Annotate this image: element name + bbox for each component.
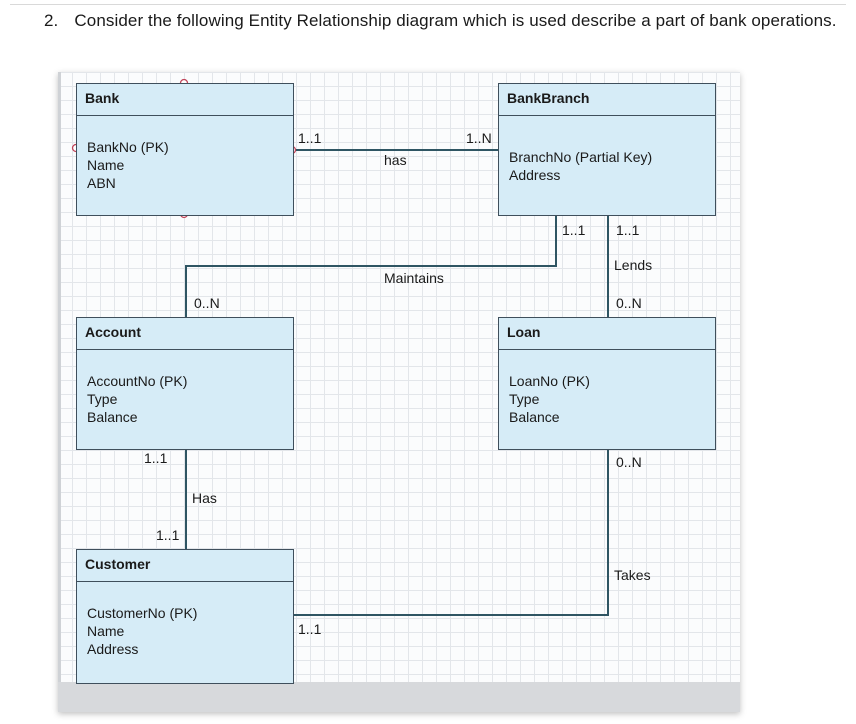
attribute: AccountNo (PK) [87,373,188,389]
card-maintains-branch: 1..1 [562,222,586,238]
attribute: Balance [509,409,560,425]
card-lends-branch: 1..1 [616,222,640,238]
attribute: Address [87,641,139,657]
attribute: Balance [87,409,138,425]
card-has-bank: 1..1 [298,130,322,146]
entity-customer: Customer CustomerNo (PK) Name Address [76,549,294,684]
attribute: BranchNo (Partial Key) [509,149,653,165]
rel-lends-name: Lends [614,257,653,273]
canvas-footer [58,682,740,712]
card-has-branch: 1..N [466,130,492,146]
attribute: ABN [87,175,116,191]
entity-loan: Loan LoanNo (PK) Type Balance [498,317,716,450]
attribute: BankNo (PK) [87,139,169,155]
card-has-account: 1..1 [144,450,168,466]
attribute: Name [87,157,125,173]
question-body: Consider the following Entity Relationsh… [74,11,837,30]
entity-loan-name: Loan [499,318,715,350]
card-has-customer: 1..1 [156,527,180,543]
entity-loan-attributes: LoanNo (PK) Type Balance [499,350,715,434]
entity-account-name: Account [77,318,293,350]
attribute: LoanNo (PK) [509,373,590,389]
rel-takes-name: Takes [614,567,651,583]
page-top-rule [10,4,846,5]
rel-maintains-name: Maintains [384,270,444,286]
entity-bankbranch-attributes: BranchNo (Partial Key) Address [499,116,715,192]
entity-customer-attributes: CustomerNo (PK) Name Address [77,582,293,666]
entity-bank-name: Bank [77,84,293,116]
entity-bankbranch: BankBranch BranchNo (Partial Key) Addres… [498,83,716,216]
question-number: 2. [44,11,59,30]
card-takes-customer: 1..1 [298,621,322,637]
attribute: Type [509,391,540,407]
entity-account-attributes: AccountNo (PK) Type Balance [77,350,293,434]
entity-bank-attributes: BankNo (PK) Name ABN [77,116,293,200]
entity-account: Account AccountNo (PK) Type Balance [76,317,294,450]
rel-has-name: has [384,152,407,168]
entity-customer-name: Customer [77,550,293,582]
entity-bankbranch-name: BankBranch [499,84,715,116]
entity-bank: Bank BankNo (PK) Name ABN [76,83,294,216]
attribute: Address [509,167,561,183]
canvas-edge [58,72,61,712]
card-maintains-account: 0..N [194,295,220,311]
attribute: Name [87,623,125,639]
line-takes [294,450,609,616]
attribute: Type [87,391,118,407]
rel-has2-name: Has [192,490,217,506]
attribute: CustomerNo (PK) [87,605,198,621]
card-takes-loan: 0..N [616,454,642,470]
card-lends-loan: 0..N [616,295,642,311]
line-maintains [185,216,557,318]
question-text: 2. Consider the following Entity Relation… [44,11,837,31]
